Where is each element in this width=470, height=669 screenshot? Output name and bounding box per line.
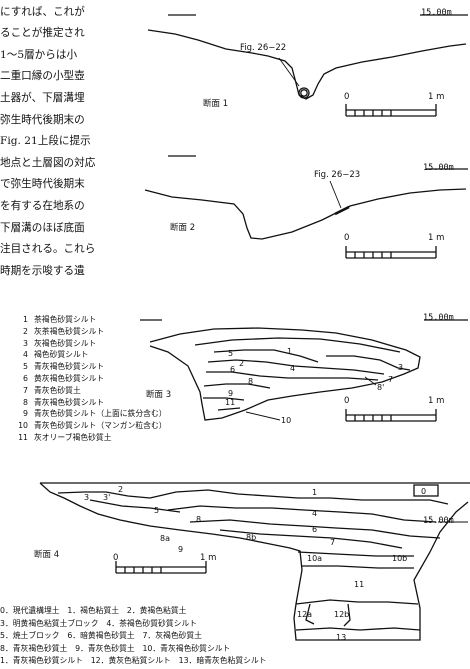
s1-level-mark: 15.00m bbox=[421, 8, 452, 18]
s4-layer-10a: 10a bbox=[307, 554, 322, 563]
text-line: を有する在地系の bbox=[0, 200, 85, 212]
section-4-scale bbox=[115, 561, 207, 574]
text-line: 弥生時代後期末の bbox=[0, 114, 85, 126]
s4-layer-2: 2 bbox=[118, 485, 123, 494]
s4-layer-5: 5 bbox=[154, 506, 159, 515]
s4-title: 断面 4 bbox=[34, 550, 60, 560]
s3-layer-8: 8 bbox=[248, 377, 253, 386]
s4-layer-6: 6 bbox=[312, 525, 317, 534]
section-2-scale bbox=[345, 246, 437, 259]
s4-layer-7: 7 bbox=[330, 538, 335, 547]
legend-line: 0．現代遺構埋土 1．褐色粘質土 2．黄褐色粘質土 bbox=[0, 606, 187, 615]
text-line: Fig. 21上段に提示 bbox=[0, 135, 91, 147]
section-3-scale bbox=[345, 409, 437, 422]
text-line: 下層溝のほぼ底面 bbox=[0, 222, 85, 234]
s4-layer-0: 0 bbox=[421, 487, 426, 496]
s3-layer-7: 7 bbox=[388, 375, 393, 384]
s3-layer-11: 11 bbox=[225, 398, 235, 407]
s3-layer-9: 9 bbox=[228, 389, 233, 398]
text-line: 地点と土層図の対応 bbox=[0, 157, 96, 169]
s4-layer-11: 11 bbox=[354, 580, 364, 589]
section-4-profile bbox=[39, 482, 470, 641]
s4-level-mark: 15.00m bbox=[423, 516, 454, 526]
section-1-profile bbox=[147, 14, 468, 100]
s3-layer-6: 6 bbox=[230, 365, 235, 374]
s3-scale-unit: 1 m bbox=[428, 396, 445, 406]
section-2-profile bbox=[144, 155, 468, 240]
text-line: 時期を示唆する遺 bbox=[0, 265, 85, 277]
s4-layer-8a: 8a bbox=[160, 534, 170, 543]
text-line: で弥生時代後期末 bbox=[0, 178, 85, 190]
s4-layer-9: 9 bbox=[178, 545, 183, 554]
s3-layer-3: 3 bbox=[398, 363, 403, 372]
s4-layer-13: 13 bbox=[336, 633, 346, 642]
s3-layer-8-prime: 8' bbox=[377, 383, 384, 392]
legend-line: 8．青灰褐色砂質土 9．青灰色砂質土 10．青灰褐色砂質シルト bbox=[0, 643, 231, 653]
s2-fig-ref: Fig. 26−23 bbox=[314, 170, 361, 180]
s4-scale-zero: 0 bbox=[113, 553, 119, 563]
s3-layer-2: 2 bbox=[239, 359, 244, 368]
s4-layer-10b: 10b bbox=[392, 554, 407, 563]
s1-scale-zero: 0 bbox=[344, 92, 350, 102]
s4-layer-3-prime: 3' bbox=[103, 493, 110, 502]
s4-layer-12a: 12a bbox=[297, 610, 312, 619]
legend-line: 3．明黄褐色粘質土ブロック 4．茶褐色砂質砂質シルト bbox=[0, 618, 198, 628]
s4-layer-12b: 12b bbox=[334, 610, 349, 619]
text-line: ることが推定され bbox=[0, 27, 85, 39]
s3-layer-10: 10 bbox=[281, 416, 291, 425]
s4-layer-8: 8 bbox=[196, 515, 201, 524]
section-1-scale bbox=[345, 104, 437, 117]
legend-line: 1．青灰褐色砂質シルト 12．黄灰色粘質シルト 13．暗青灰色粘質シルト bbox=[0, 656, 267, 666]
text-line: 1～5層からは小 bbox=[0, 49, 78, 61]
s4-scale-unit: 1 m bbox=[200, 553, 217, 563]
s1-fig-ref: Fig. 26−22 bbox=[240, 43, 287, 53]
text-line: 二重口縁の小型壺 bbox=[0, 70, 85, 82]
s2-title: 断面 2 bbox=[170, 223, 196, 233]
s3-layer-5: 5 bbox=[228, 349, 233, 358]
s3-title: 断面 3 bbox=[146, 390, 172, 400]
s4-layer-8b: 8b bbox=[246, 533, 256, 542]
s3-layer-1: 1 bbox=[287, 347, 292, 356]
s4-layer-3: 3 bbox=[84, 493, 89, 502]
s1-title: 断面 1 bbox=[203, 99, 229, 109]
s3-level-mark: 15.00m bbox=[423, 313, 454, 323]
text-line: 土器が、下層溝埋 bbox=[0, 92, 85, 104]
s4-layer-1: 1 bbox=[312, 488, 317, 497]
s4-layer-4: 4 bbox=[312, 509, 317, 518]
text-line: にすれば、これが bbox=[0, 6, 85, 18]
legend-section-4: 0．現代遺構埋土 1．褐色粘質土 2．黄褐色粘質土 3．明黄褐色粘質土ブロック … bbox=[0, 605, 267, 668]
section-3-profile bbox=[140, 319, 468, 421]
s2-scale-unit: 1 m bbox=[428, 233, 445, 243]
s1-scale-unit: 1 m bbox=[428, 92, 445, 102]
s3-layer-4: 4 bbox=[290, 364, 295, 373]
text-line: 注目される。これら bbox=[0, 243, 96, 255]
legend-line: 5．焼土ブロック 6．暗黄褐色砂質土 7．灰褐色砂質土 bbox=[0, 631, 203, 641]
s2-scale-zero: 0 bbox=[344, 233, 350, 243]
s2-level-mark: 15.00m bbox=[423, 163, 454, 173]
s3-scale-zero: 0 bbox=[344, 396, 350, 406]
